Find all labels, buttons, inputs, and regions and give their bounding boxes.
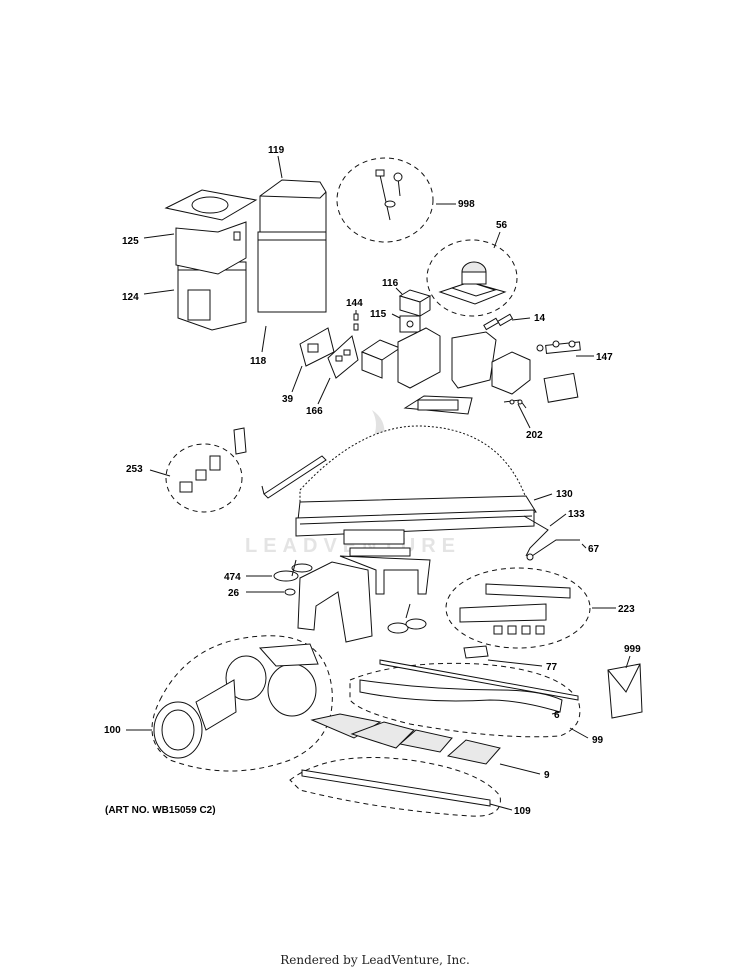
callout-100[interactable]: 100 (104, 725, 121, 736)
mesh-filter-9[interactable] (310, 713, 501, 765)
support-rod[interactable] (261, 455, 327, 499)
callout-14[interactable]: 14 (534, 313, 546, 324)
callout-999[interactable]: 999 (624, 644, 641, 655)
callout-39[interactable]: 39 (282, 394, 294, 405)
duct-cover-119[interactable] (259, 179, 327, 241)
lamp-socket-14[interactable] (483, 313, 514, 331)
leader-lines (126, 155, 631, 811)
callout-223[interactable]: 223 (618, 604, 635, 615)
callout-9[interactable]: 9 (544, 770, 550, 781)
footer-credit: Rendered by LeadVenture, Inc. (280, 953, 470, 967)
callout-147[interactable]: 147 (596, 352, 613, 363)
damper-56[interactable] (426, 239, 518, 317)
callout-26[interactable]: 26 (228, 588, 240, 599)
wire-harness-202[interactable] (503, 399, 527, 409)
junction-box-cover-115[interactable] (399, 315, 421, 333)
control-board-166[interactable] (327, 335, 359, 379)
callout-67[interactable]: 67 (588, 544, 600, 555)
filter-kit-99[interactable] (349, 662, 581, 738)
screw-kit-998[interactable] (336, 157, 434, 243)
callout-labels: 119 998 125 124 56 116 144 115 14 118 14… (104, 145, 641, 817)
duct-cover-upper-125[interactable] (164, 189, 258, 275)
callout-119[interactable]: 119 (268, 145, 285, 156)
plate-77[interactable] (463, 645, 489, 659)
callout-144[interactable]: 144 (346, 298, 363, 309)
power-cord-133[interactable] (523, 515, 549, 557)
callout-166[interactable]: 166 (306, 406, 323, 417)
callout-115[interactable]: 115 (370, 309, 387, 320)
lamp-assembly-474[interactable] (273, 559, 313, 582)
junction-box-116[interactable] (398, 289, 432, 317)
callout-118[interactable]: 118 (250, 356, 267, 367)
callout-130[interactable]: 130 (556, 489, 573, 500)
light-panel-223[interactable] (445, 567, 591, 649)
blower-mount-bracket[interactable] (297, 547, 431, 643)
callout-474[interactable]: 474 (224, 572, 241, 583)
callout-124[interactable]: 124 (122, 292, 139, 303)
terminal-block-147[interactable] (536, 340, 581, 403)
callout-56[interactable]: 56 (496, 220, 508, 231)
art-number: (ART NO. WB15059 C2) (105, 805, 216, 816)
grease-tray-109[interactable] (289, 757, 501, 817)
callout-998[interactable]: 998 (458, 199, 475, 210)
callout-99[interactable]: 99 (592, 735, 604, 746)
bulb-26[interactable] (284, 588, 296, 596)
callout-116[interactable]: 116 (382, 278, 399, 289)
connector-144[interactable] (353, 313, 359, 331)
callout-125[interactable]: 125 (122, 236, 139, 247)
blower-assembly-100[interactable] (151, 635, 333, 772)
lamp-assembly-right[interactable] (387, 603, 427, 634)
callout-202[interactable]: 202 (526, 430, 543, 441)
duct-cover-118[interactable] (257, 231, 327, 313)
switch-kit-253[interactable] (165, 427, 247, 513)
blower-housing-brackets[interactable] (360, 327, 531, 415)
callout-253[interactable]: 253 (126, 464, 143, 475)
hood-canopy-130[interactable] (295, 425, 537, 545)
callout-6[interactable]: 6 (554, 710, 560, 721)
callout-77[interactable]: 77 (546, 662, 558, 673)
callout-109[interactable]: 109 (514, 806, 531, 817)
owners-manual-999[interactable] (607, 663, 643, 719)
wire-67[interactable] (526, 539, 580, 561)
callout-133[interactable]: 133 (568, 509, 585, 520)
